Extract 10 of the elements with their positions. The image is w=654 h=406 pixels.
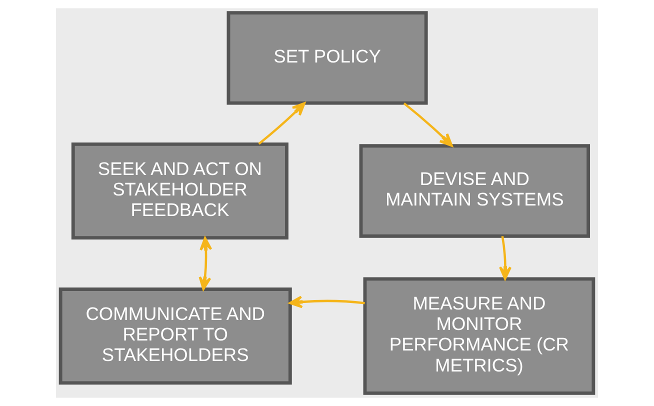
arrow <box>403 102 453 147</box>
arrow <box>198 236 212 290</box>
arrow <box>498 236 512 280</box>
arrow <box>289 296 365 308</box>
node-box: SET POLICY <box>226 11 428 105</box>
node-box: COMMUNICATE AND REPORT TO STAKEHOLDERS <box>58 288 292 385</box>
node-box: SEEK AND ACT ON STAKEHOLDER FEEDBACK <box>71 142 288 240</box>
node-box: MEASURE AND MONITOR PERFORMANCE (CR METRICS) <box>363 277 596 395</box>
arrow <box>258 102 306 145</box>
node-box: DEVISE AND MAINTAIN SYSTEMS <box>359 144 590 238</box>
